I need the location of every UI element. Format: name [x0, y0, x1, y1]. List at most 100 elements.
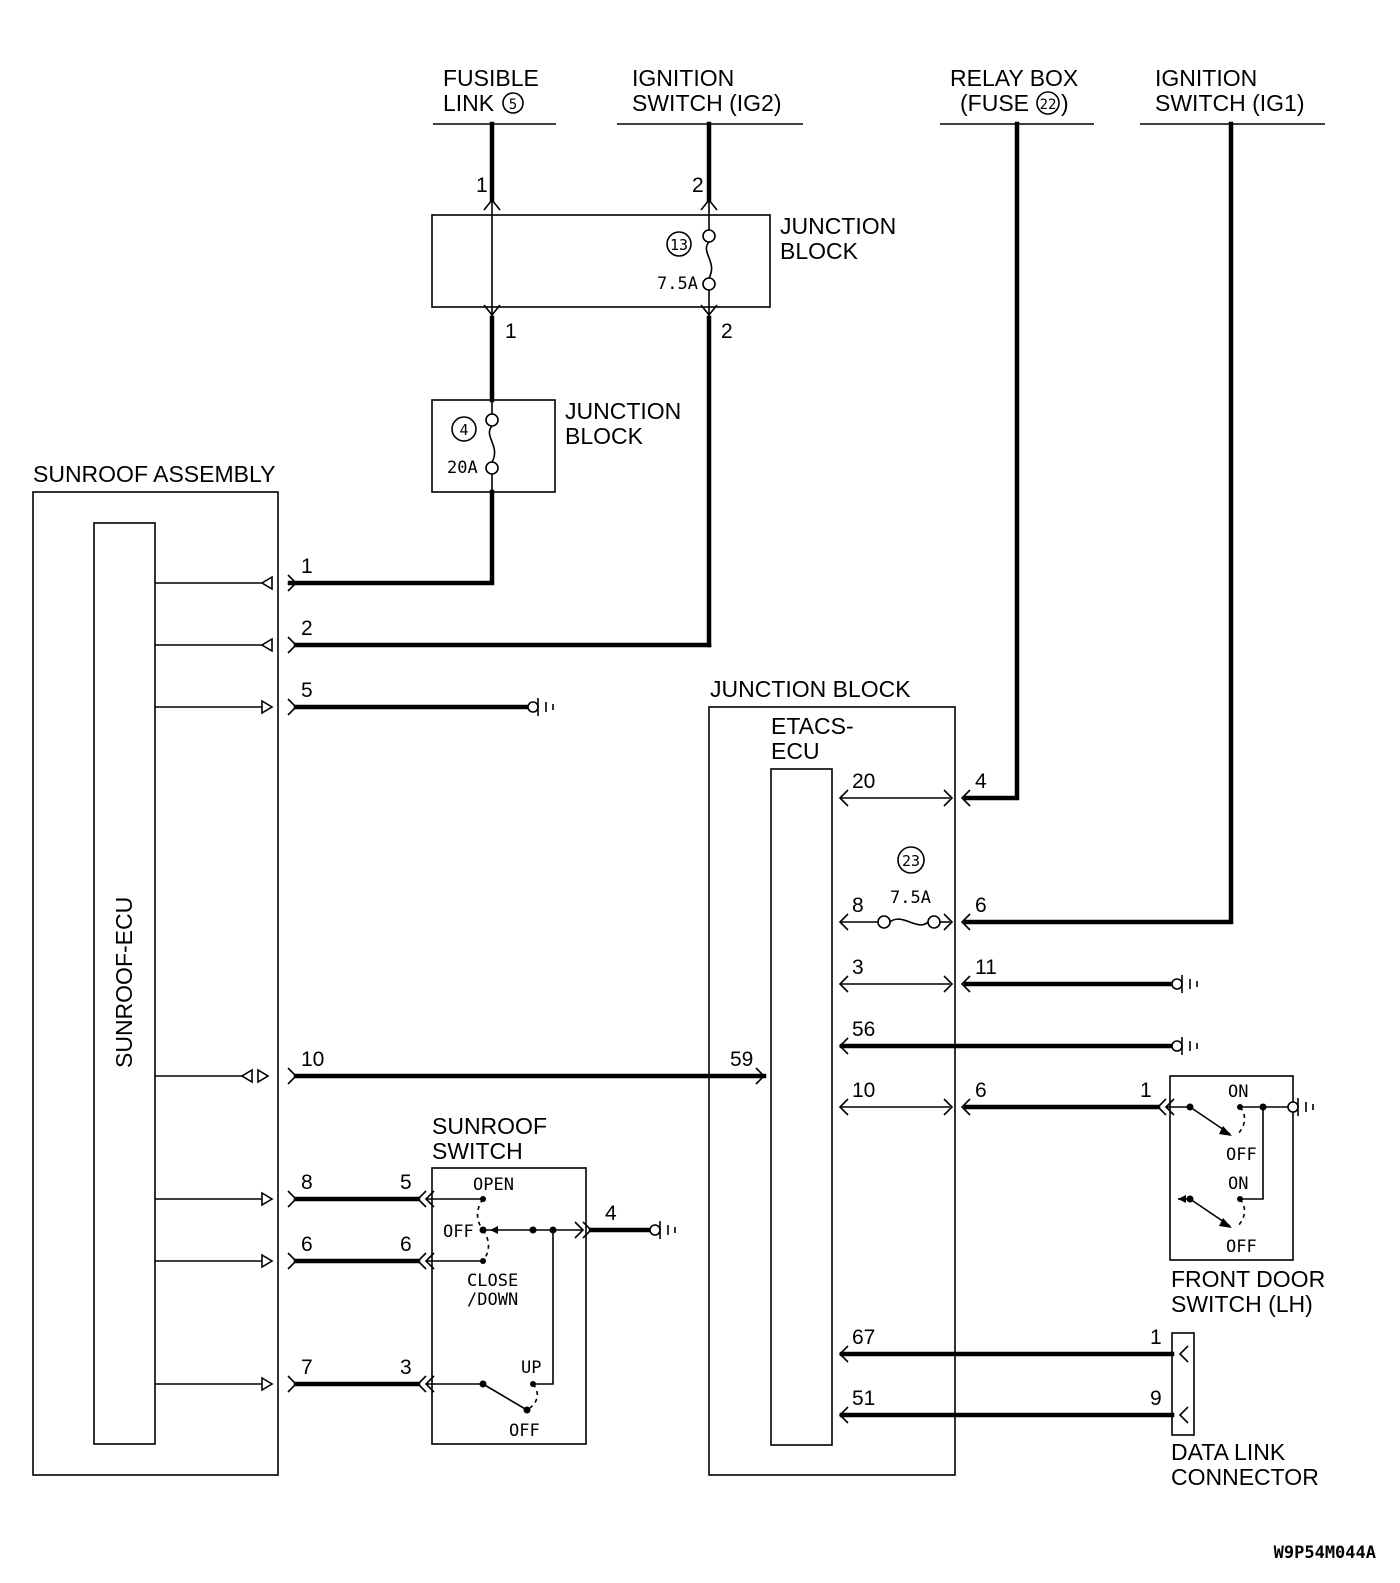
conn-fusible-in-1 [483, 198, 501, 211]
sw-conn-3 [416, 1375, 427, 1393]
etacs-outer-pin-6b: 6 [975, 1079, 987, 1102]
fuse-13-terminal-a [702, 229, 716, 243]
source-ignition-ig2: IGNITION SWITCH (IG2) [617, 65, 803, 125]
sw-pin-3: 3 [400, 1356, 412, 1379]
sunroof-switch-label-2: SWITCH [432, 1138, 523, 1164]
sw-pos-off: OFF [443, 1222, 474, 1242]
etacs-outer-conn-6 [960, 913, 971, 931]
sa-arrow-in-1 [260, 575, 273, 591]
etacs-lead-3 [838, 975, 954, 993]
conn-ig2-out-2 [700, 304, 718, 317]
sunroof-assembly: SUNROOF ASSEMBLY SUNROOF-ECU 1 2 5 10 8 [32, 461, 324, 1476]
sw-pos-off-2: OFF [509, 1421, 540, 1441]
dlc-pin-9: 9 [1150, 1387, 1162, 1410]
front-door-switch-box [1169, 1075, 1294, 1261]
sw-common-arrow [490, 1226, 498, 1234]
ig2-label: IGNITION [632, 65, 734, 91]
wire-fuse4-to-sunroof-1 [287, 489, 495, 586]
etacs-outer-pin-4: 4 [975, 770, 987, 793]
fusible-link-label: FUSIBLE [443, 65, 539, 91]
fds-sw2-arrow [1219, 1218, 1232, 1228]
dlc-label-2: CONNECTOR [1171, 1464, 1319, 1490]
etacs-outer-conn-6b [960, 1098, 971, 1116]
sunroof-switch-box [431, 1167, 587, 1445]
sa-arrow-out-5 [261, 699, 274, 715]
junction-block-mid: JUNCTION BLOCK 4 20A [287, 398, 681, 586]
sw-pos-close-2: /DOWN [467, 1290, 518, 1310]
etacs-pin-8: 8 [852, 894, 864, 917]
jb-top-pin-in-2: 2 [692, 174, 704, 197]
fusible-link-label-2: LINK [443, 90, 495, 116]
wire-relaybox-etacs4 [963, 121, 1020, 801]
etacs-pin-59: 59 [730, 1048, 753, 1071]
sunroof-assembly-label: SUNROOF ASSEMBLY [33, 461, 275, 487]
sw-pin-5: 5 [400, 1171, 412, 1194]
etacs-ecu-box [770, 768, 833, 1446]
fds-off-1: OFF [1226, 1145, 1257, 1165]
fuse-4-rating: 20A [447, 458, 478, 478]
etacs-outer-conn-4 [960, 789, 971, 807]
sa-arrow-in-10 [240, 1068, 253, 1084]
sw-dash-open [476, 1198, 484, 1231]
junction-block-top-label-2: BLOCK [780, 238, 859, 264]
etacs-pin-51: 51 [852, 1387, 875, 1410]
ig1-label-2: SWITCH (IG1) [1155, 90, 1305, 116]
fuse-13-rating: 7.5A [657, 274, 698, 294]
junction-block-top: JUNCTION BLOCK 1 1 2 2 13 7.5A [431, 121, 896, 648]
ground-icon [1171, 1037, 1198, 1055]
relay-box-fuse-circle [1036, 91, 1060, 115]
front-door-switch: FRONT DOOR SWITCH (LH) 1 ON OFF ON OFF [1140, 1075, 1325, 1317]
relay-box-label-2a: (FUSE [960, 90, 1029, 116]
sa-arrow-in-2 [260, 637, 273, 653]
source-fusible-link: FUSIBLE LINK 5 [433, 65, 556, 125]
sw-pos-up: UP [521, 1358, 541, 1378]
etacs-outer-pin-6: 6 [975, 894, 987, 917]
front-door-pin-1: 1 [1140, 1079, 1152, 1102]
etacs-ecu-label: ETACS- [771, 713, 854, 739]
dlc-label: DATA LINK [1171, 1439, 1286, 1465]
relay-box-fuse-number: 22 [1040, 97, 1057, 113]
fds-sw1-arrow [1219, 1126, 1232, 1136]
sw-conn-6 [416, 1252, 427, 1270]
fds-sw2-arrow-left [1178, 1195, 1186, 1203]
fds-conn-1 [1156, 1098, 1167, 1116]
etacs-lead-20 [838, 789, 954, 807]
sa-arrow-out-10 [257, 1068, 270, 1084]
sa-pin-1: 1 [301, 555, 313, 578]
fds-on-2: ON [1228, 1174, 1248, 1194]
sw-up-blade [482, 1383, 528, 1411]
dlc-conn-1 [1178, 1345, 1189, 1363]
relay-box-label-2b: ) [1061, 90, 1069, 116]
sw-conn-5 [416, 1190, 427, 1208]
front-door-switch-label: FRONT DOOR [1171, 1266, 1325, 1292]
fds-sw1-dash [1237, 1106, 1246, 1135]
sw-conn-4 [574, 1221, 585, 1239]
fusible-link-number: 5 [509, 97, 517, 113]
sa-arrow-out-6 [261, 1253, 274, 1269]
fds-sw2-dash [1237, 1198, 1246, 1227]
fuse-4-terminal-a [485, 413, 499, 427]
sa-pin-6: 6 [301, 1233, 313, 1256]
fuse-4-number: 4 [459, 421, 468, 439]
source-ignition-ig1: IGNITION SWITCH (IG1) [1140, 65, 1325, 125]
etacs-pin-56: 56 [852, 1018, 875, 1041]
ground-icon [1171, 975, 1198, 993]
jb-top-pin-out-1: 1 [505, 320, 517, 343]
sw-up-common [533, 1230, 554, 1385]
relay-box-label: RELAY BOX [950, 65, 1078, 91]
fds-off-2: OFF [1226, 1237, 1257, 1257]
sw-dash-close [482, 1229, 490, 1262]
fds-on-1: ON [1228, 1082, 1248, 1102]
sa-pin-2: 2 [301, 617, 313, 640]
junction-block-top-label: JUNCTION [780, 213, 896, 239]
fuse-13-number-circle [666, 231, 692, 257]
sw-pos-close: CLOSE [467, 1271, 518, 1291]
conn-fusible-out-1 [483, 304, 501, 317]
fuse-4-terminal-b [485, 461, 499, 475]
junction-block-mid-label-2: BLOCK [565, 423, 644, 449]
etacs-pin-20: 20 [852, 770, 875, 793]
sa-pin-10: 10 [301, 1048, 324, 1071]
ground-icon [649, 1221, 676, 1239]
sa-conn-1 [287, 574, 298, 592]
